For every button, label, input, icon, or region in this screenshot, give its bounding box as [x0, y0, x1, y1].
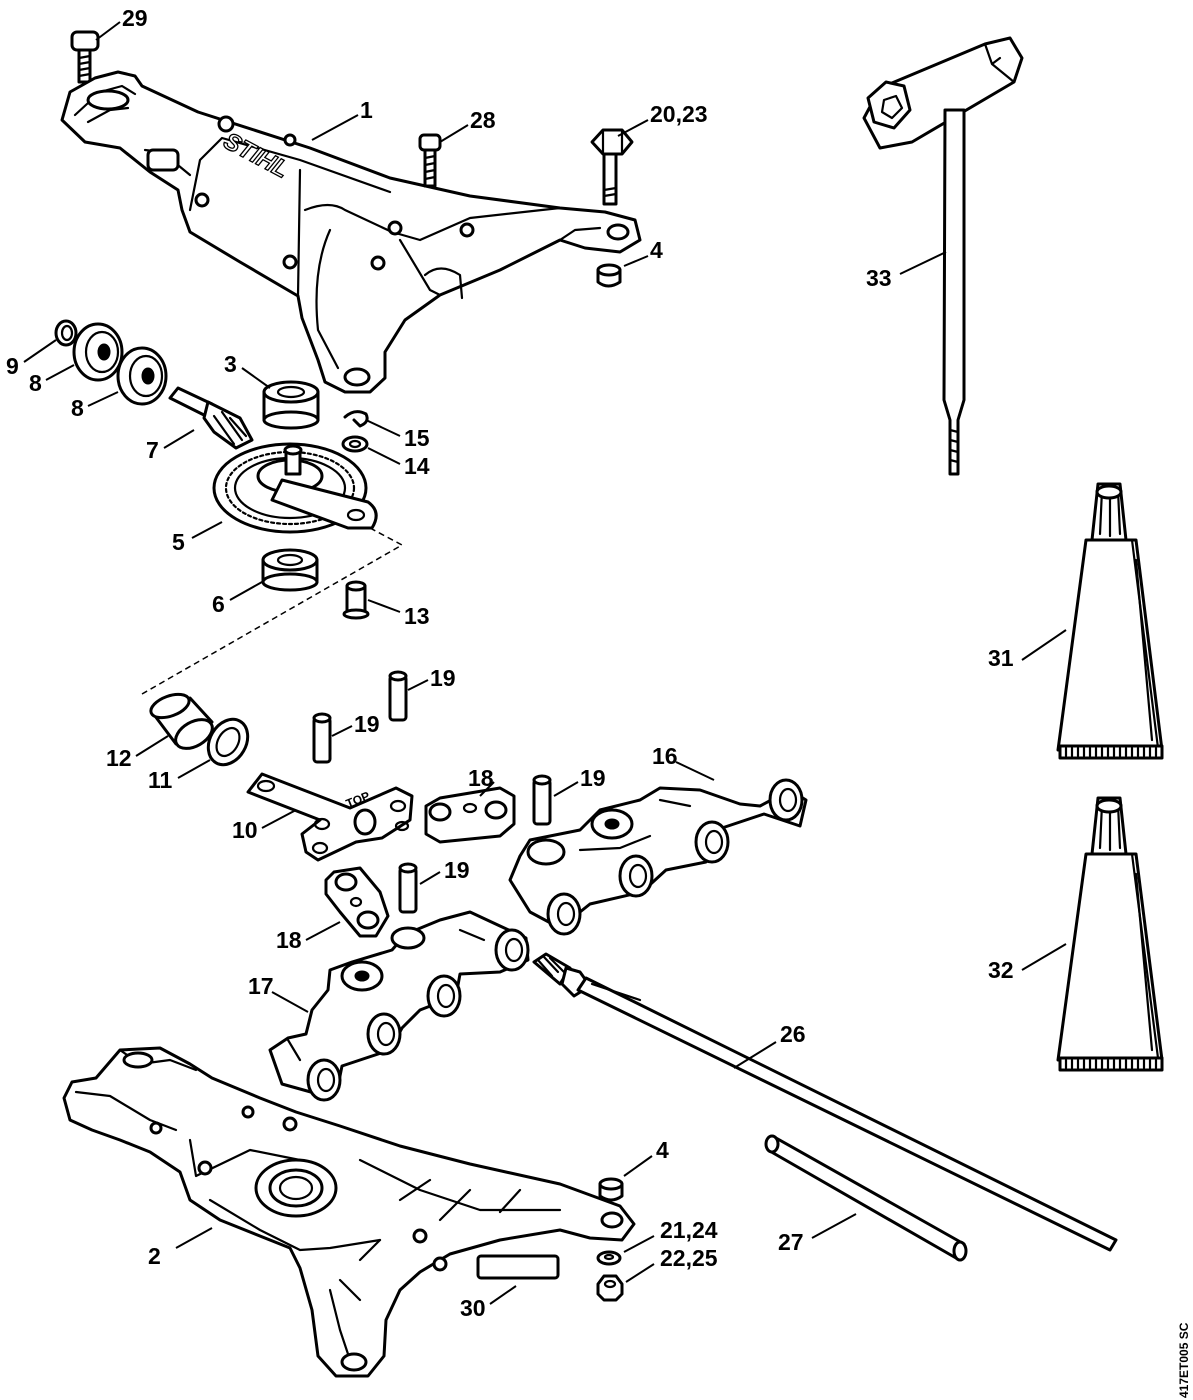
label-32: 32 [988, 957, 1014, 983]
label-30: 30 [460, 1295, 486, 1321]
part-31-grease-tube [1056, 482, 1164, 760]
label-29: 29 [122, 5, 148, 31]
label-19-a: 19 [430, 665, 456, 691]
diagram-reference-number: 417ET005 SC [1177, 1322, 1191, 1398]
part-28-screw [418, 133, 442, 188]
label-6: 6 [212, 591, 225, 617]
label-16: 16 [652, 743, 678, 769]
part-10-connecting-rod: TOP [246, 772, 414, 862]
label-8-first: 8 [29, 370, 42, 396]
part-33-combination-wrench [862, 36, 1024, 476]
label-11: 11 [148, 767, 173, 793]
label-3: 3 [224, 351, 237, 377]
part-4-sleeve-lower [598, 1177, 624, 1202]
label-7: 7 [146, 437, 159, 463]
label-1: 1 [360, 97, 373, 123]
part-16-blade-carrier [508, 778, 808, 936]
label-14: 14 [404, 453, 430, 479]
label-2: 2 [148, 1243, 161, 1269]
part-11-seal-ring [206, 717, 250, 767]
part-9-circlip [54, 319, 78, 347]
part-21-24-washer [596, 1250, 622, 1266]
part-1-upper-housing [60, 70, 642, 394]
part-18-rocker-link-b [324, 866, 390, 938]
part-19-pin-d [398, 862, 418, 914]
part-14-washer [341, 435, 369, 453]
label-31: 31 [988, 645, 1014, 671]
part-15-retaining-ring [343, 410, 369, 428]
part-8-ball-bearing-1 [72, 322, 124, 382]
label-19-d: 19 [444, 857, 470, 883]
part-29-screw [70, 30, 100, 84]
part-27-tube [764, 1134, 968, 1262]
alignment-dashed-line [141, 527, 404, 695]
part-19-pin-c [532, 774, 552, 826]
label-5: 5 [172, 529, 185, 555]
part-3-ball-bearing [262, 380, 320, 430]
part-19-pin-b [312, 712, 332, 764]
label-28: 28 [470, 107, 496, 133]
part-7-pinion [168, 386, 254, 450]
label-19-c: 19 [580, 765, 606, 791]
label-13: 13 [404, 603, 430, 629]
label-12: 12 [106, 745, 132, 771]
position-labels: 29 1 28 20,23 4 33 9 8 8 3 15 14 7 5 6 1… [6, 5, 1014, 1321]
part-4-sleeve-upper [596, 263, 622, 288]
part-2-lower-housing [62, 1046, 636, 1378]
label-17: 17 [248, 973, 274, 999]
label-22-25: 22,25 [660, 1245, 718, 1271]
label-20-23: 20,23 [650, 101, 708, 127]
part-6-ball-bearing [261, 548, 319, 592]
part-13-sleeve [342, 580, 370, 620]
part-5-bevel-gear [212, 442, 378, 534]
label-27: 27 [778, 1229, 804, 1255]
label-15: 15 [404, 425, 430, 451]
label-8-second: 8 [71, 395, 84, 421]
part-26-drive-shaft [532, 952, 1118, 1252]
part-8-ball-bearing-2 [116, 346, 168, 406]
part-18-rocker-link-a [424, 786, 516, 844]
label-18-b: 18 [276, 927, 302, 953]
part-32-grease-tube [1056, 796, 1164, 1072]
label-33: 33 [866, 265, 892, 291]
label-21-24: 21,24 [660, 1217, 718, 1243]
part-12-bushing [149, 692, 214, 750]
label-9: 9 [6, 353, 19, 379]
part-17-blade-carrier [268, 910, 530, 1102]
label-19-b: 19 [354, 711, 380, 737]
label-10: 10 [232, 817, 258, 843]
part-30-label-plate [476, 1254, 560, 1280]
label-4-upper: 4 [650, 237, 663, 263]
label-18-a: 18 [468, 765, 494, 791]
label-4-lower: 4 [656, 1137, 669, 1163]
label-26: 26 [780, 1021, 806, 1047]
leader-lines [23, 21, 1067, 1305]
part-20-23-hex-bolt [590, 128, 634, 206]
part-19-pin-a [388, 670, 408, 722]
part-22-25-hex-nut [596, 1274, 624, 1302]
